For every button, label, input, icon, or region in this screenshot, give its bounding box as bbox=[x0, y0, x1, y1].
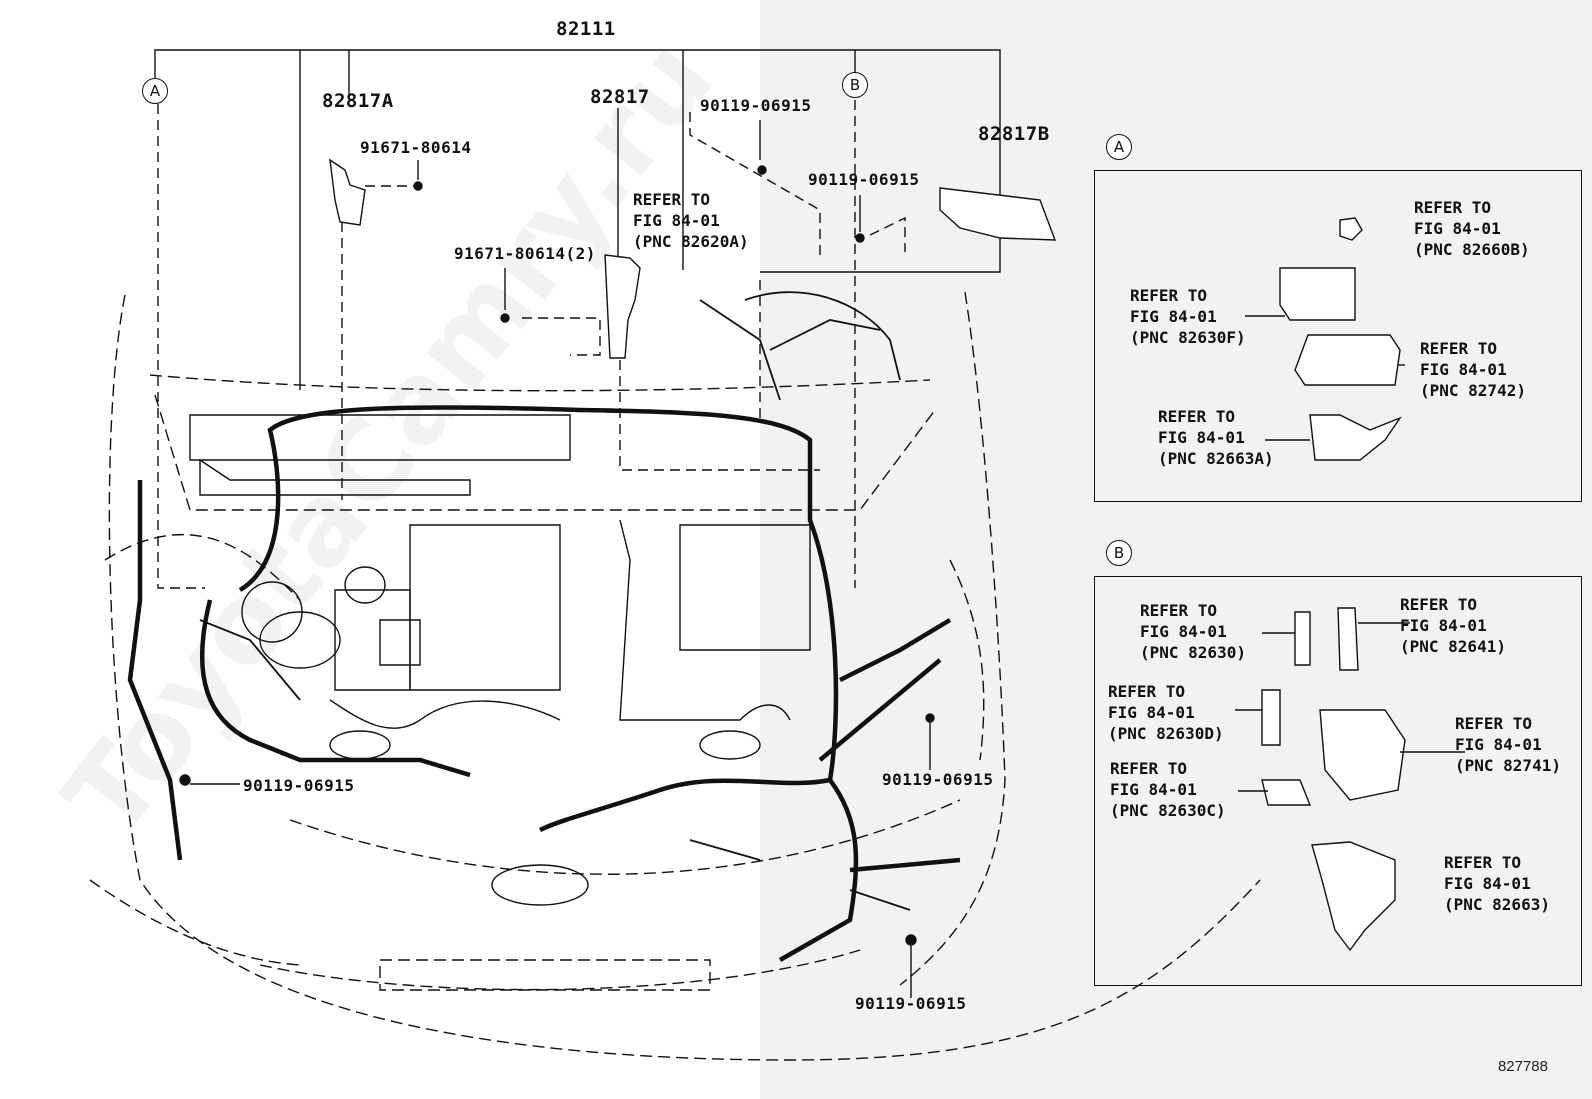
figure-number: 827788 bbox=[1497, 1058, 1548, 1075]
marker-b: B bbox=[842, 72, 868, 98]
detail-b-circle: B bbox=[1106, 540, 1132, 566]
label-91671-80614: 91671-80614 bbox=[360, 138, 472, 157]
detail-a-box bbox=[1094, 170, 1582, 502]
detail-a-ref-82663a: REFER TO FIG 84-01 (PNC 82663A) bbox=[1158, 407, 1274, 468]
engine-blocks bbox=[189, 414, 811, 906]
detail-b-ref-82741: REFER TO FIG 84-01 (PNC 82741) bbox=[1455, 714, 1561, 775]
bolt-markers bbox=[179, 165, 935, 946]
detail-b-ref-82663: REFER TO FIG 84-01 (PNC 82663) bbox=[1444, 853, 1550, 914]
detail-b-ref-82641: REFER TO FIG 84-01 (PNC 82641) bbox=[1400, 595, 1506, 656]
detail-a-parts bbox=[1279, 217, 1402, 461]
detail-a-ref-82630f: REFER TO FIG 84-01 (PNC 82630F) bbox=[1130, 286, 1246, 347]
part-brackets bbox=[329, 158, 1057, 359]
detail-b-parts bbox=[1261, 607, 1406, 952]
detail-b-ref-82630: REFER TO FIG 84-01 (PNC 82630) bbox=[1140, 601, 1246, 662]
detail-b-leaders bbox=[1235, 622, 1465, 792]
hood-outline bbox=[89, 291, 1261, 1061]
label-91671-80614-2: 91671-80614(2) bbox=[454, 244, 596, 263]
detail-b-ref-82630d: REFER TO FIG 84-01 (PNC 82630D) bbox=[1108, 682, 1224, 743]
detail-a-circle: A bbox=[1106, 134, 1132, 160]
detail-b-ref-82630c: REFER TO FIG 84-01 (PNC 82630C) bbox=[1110, 759, 1226, 820]
marker-a: A bbox=[142, 78, 168, 104]
detail-a-leaders bbox=[1245, 315, 1405, 441]
main-bracket-lines bbox=[154, 49, 1001, 390]
label-82817b: 82817B bbox=[978, 123, 1050, 145]
ref-pnc-82620a: REFER TO FIG 84-01 (PNC 82620A) bbox=[633, 190, 749, 251]
dashed-leaders bbox=[157, 100, 906, 589]
label-82817a: 82817A bbox=[322, 90, 394, 112]
bracket-82817a-shape bbox=[329, 158, 366, 226]
label-90119-06915-bottom: 90119-06915 bbox=[855, 994, 967, 1013]
bracket-82817-shape bbox=[604, 254, 641, 359]
label-90119-06915-mid: 90119-06915 bbox=[882, 770, 994, 789]
label-90119-06915-right: 90119-06915 bbox=[808, 170, 920, 189]
right-shade-panel bbox=[760, 0, 1592, 1099]
detail-b-box bbox=[1094, 576, 1582, 986]
label-82817: 82817 bbox=[590, 86, 650, 108]
harness-detail-lines bbox=[199, 291, 911, 911]
bracket-82817b-shape bbox=[939, 187, 1057, 241]
harness-wires bbox=[127, 405, 961, 962]
label-90119-06915-left: 90119-06915 bbox=[243, 776, 355, 795]
screw-leaders bbox=[190, 120, 931, 998]
label-90119-06915-top: 90119-06915 bbox=[700, 96, 812, 115]
detail-a-ref-82660b: REFER TO FIG 84-01 (PNC 82660B) bbox=[1414, 198, 1530, 259]
detail-a-ref-82742: REFER TO FIG 84-01 (PNC 82742) bbox=[1420, 339, 1526, 400]
label-82111: 82111 bbox=[556, 18, 616, 40]
